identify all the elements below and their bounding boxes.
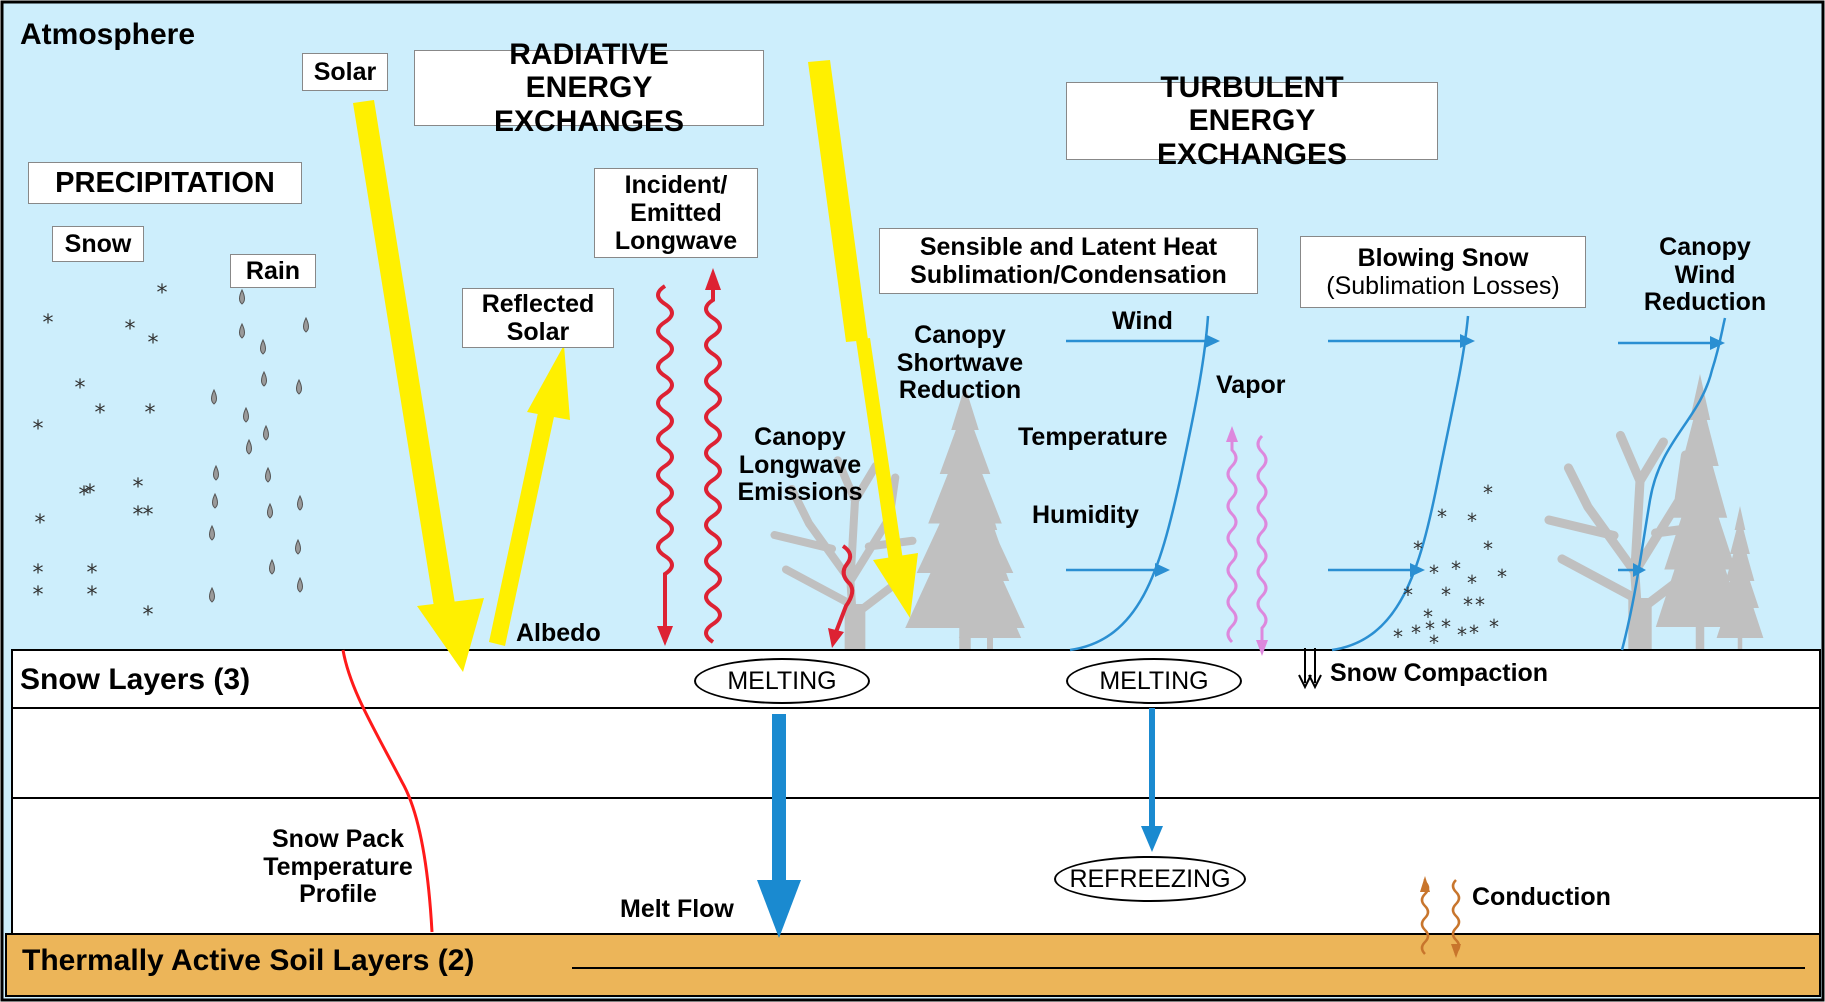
albedo-label: Albedo — [516, 619, 601, 647]
svg-text:*: * — [79, 483, 90, 508]
raindrops — [209, 288, 309, 603]
vapor-up-arrow — [1226, 426, 1238, 644]
svg-text:*: * — [1467, 571, 1477, 595]
svg-text:*: * — [33, 561, 44, 586]
melt-flow-arrow — [757, 714, 801, 938]
svg-text:*: * — [1393, 625, 1403, 649]
refreezing-arrow — [1141, 708, 1163, 852]
svg-text:*: * — [1457, 623, 1467, 647]
svg-text:*: * — [1441, 615, 1451, 639]
snowflakes: **** **** **** **** *** — [33, 281, 168, 628]
svg-text:*: * — [1483, 481, 1493, 505]
blowing-snow-line1: Blowing Snow — [1357, 244, 1529, 272]
svg-text:*: * — [87, 583, 98, 608]
svg-text:*: * — [1437, 505, 1447, 529]
wind-label: Wind — [1112, 307, 1173, 335]
svg-text:*: * — [33, 583, 44, 608]
svg-text:*: * — [1463, 593, 1473, 617]
wind-profile-1 — [1066, 315, 1210, 652]
vapor-label: Vapor — [1216, 371, 1286, 399]
blowing-snow-label: Blowing Snow (Sublimation Losses) — [1300, 236, 1586, 308]
svg-text:*: * — [1467, 509, 1477, 533]
svg-text:*: * — [1475, 593, 1485, 617]
conduction-down-arrow — [1451, 879, 1461, 958]
incident-longwave-arrow — [656, 284, 674, 646]
solar-label: Solar — [302, 53, 388, 91]
blowing-snow-line2: (Sublimation Losses) — [1326, 272, 1560, 300]
melting-oval-1: MELTING — [694, 658, 870, 704]
svg-text:*: * — [1411, 621, 1421, 645]
soil-layers-label: Thermally Active Soil Layers (2) — [22, 944, 475, 977]
svg-text:*: * — [1423, 605, 1433, 629]
svg-text:*: * — [75, 376, 86, 401]
atmosphere-label: Atmosphere — [20, 18, 196, 51]
canopy-longwave-label: Canopy Longwave Emissions — [737, 423, 863, 506]
wind-profile-canopy — [1618, 317, 1727, 651]
svg-text:*: * — [85, 481, 96, 506]
svg-text:*: * — [1483, 537, 1493, 561]
snow-layers-label: Snow Layers (3) — [20, 663, 251, 696]
vapor-down-arrow — [1256, 434, 1268, 656]
snow-label: Snow — [52, 226, 144, 262]
svg-text:*: * — [1469, 621, 1479, 645]
soil-layer — [5, 933, 1821, 997]
melting-oval-2: MELTING — [1066, 658, 1242, 704]
svg-text:*: * — [87, 561, 98, 586]
emitted-longwave-arrow — [704, 268, 722, 644]
blowing-snow-particles: **** **** **** **** **** ** — [1393, 481, 1507, 655]
svg-text:*: * — [95, 401, 106, 426]
canopy-solar-arrow — [808, 60, 918, 618]
svg-text:*: * — [43, 311, 54, 336]
incident-longwave-label: Incident/ Emitted Longwave — [594, 168, 758, 258]
snow-compaction-label: Snow Compaction — [1330, 659, 1549, 687]
sensible-latent-label: Sensible and Latent Heat Sublimation/Con… — [879, 228, 1258, 294]
reflected-solar-arrow — [489, 345, 570, 646]
svg-text:*: * — [1403, 583, 1413, 607]
solar-arrow — [353, 100, 484, 672]
snow-pack-profile-label: Snow Pack Temperature Profile — [263, 825, 413, 908]
svg-text:*: * — [143, 603, 154, 628]
reflected-solar-label: Reflected Solar — [462, 288, 614, 348]
snow-layer-2 — [11, 707, 1821, 799]
svg-text:*: * — [1489, 615, 1499, 639]
svg-text:*: * — [1429, 561, 1439, 585]
canopy-longwave-arrow — [828, 544, 855, 648]
svg-text:*: * — [1413, 537, 1423, 561]
conduction-label: Conduction — [1472, 883, 1611, 911]
temperature-profile-line — [341, 649, 434, 933]
snow-layer-3 — [11, 797, 1821, 935]
sensible-latent-line1: Sensible and Latent Heat — [919, 233, 1218, 261]
svg-text:*: * — [33, 417, 44, 442]
temperature-label: Temperature — [1018, 423, 1168, 451]
sensible-latent-line2: Sublimation/Condensation — [910, 261, 1227, 289]
refreezing-oval: REFREEZING — [1054, 856, 1246, 902]
svg-text:*: * — [125, 317, 136, 342]
rain-label: Rain — [230, 254, 316, 288]
humidity-label: Humidity — [1032, 501, 1139, 529]
svg-text:*: * — [1451, 557, 1461, 581]
radiative-title: RADIATIVE ENERGY EXCHANGES — [414, 38, 764, 138]
svg-text:*: * — [148, 331, 159, 356]
canopy-shortwave-label: Canopy Shortwave Reduction — [896, 321, 1024, 404]
svg-text:*: * — [1497, 565, 1507, 589]
svg-text:*: * — [1441, 583, 1451, 607]
svg-text:*: * — [143, 503, 154, 528]
svg-text:*: * — [133, 503, 144, 528]
conduction-up-arrow — [1420, 876, 1430, 955]
svg-text:*: * — [157, 281, 168, 306]
svg-text:*: * — [35, 511, 46, 536]
wind-profile-2 — [1328, 315, 1470, 652]
svg-text:*: * — [1425, 617, 1435, 641]
svg-text:*: * — [1429, 631, 1439, 655]
snow-compaction-arrows — [1298, 648, 1322, 690]
precipitation-label: PRECIPITATION — [28, 162, 302, 204]
canopy-wind-label: Canopy Wind Reduction — [1643, 233, 1767, 316]
snow-layer-1 — [11, 649, 1821, 709]
svg-text:*: * — [133, 475, 144, 500]
melt-flow-label: Melt Flow — [620, 895, 734, 923]
svg-text:*: * — [145, 401, 156, 426]
turbulent-title: TURBULENT ENERGY EXCHANGES — [1066, 71, 1438, 171]
